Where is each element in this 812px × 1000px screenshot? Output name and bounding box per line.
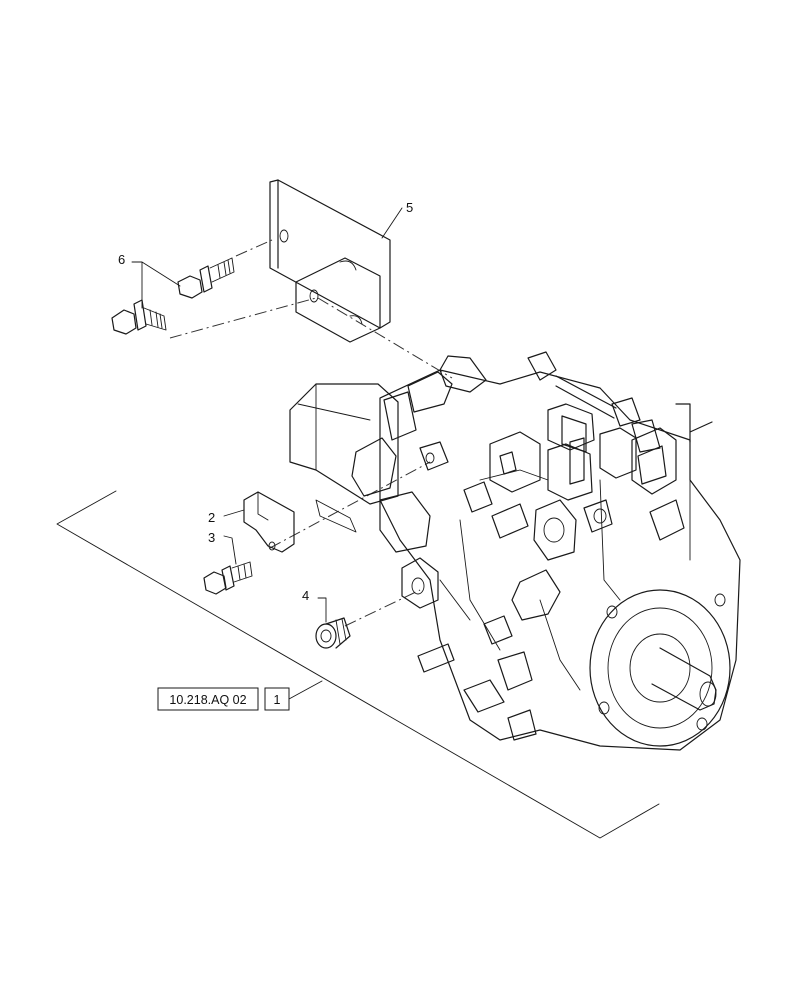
reference-code: 10.218.AQ 02 — [169, 693, 246, 707]
plug-part-4[interactable] — [315, 617, 351, 649]
callout-3: 3 — [208, 530, 215, 545]
bolt-part-6-upper[interactable] — [177, 257, 235, 299]
bracket-part-5[interactable] — [269, 179, 391, 343]
callout-5: 5 — [406, 200, 413, 215]
bolt-part-3[interactable] — [203, 561, 253, 595]
reference-sheet: 1 — [274, 693, 281, 707]
bolt-part-6-lower[interactable] — [111, 299, 167, 335]
callout-6: 6 — [118, 252, 125, 267]
reference-link[interactable]: 10.218.AQ 02 1 — [157, 680, 323, 711]
plate-part-2[interactable] — [243, 491, 295, 553]
callout-4: 4 — [302, 588, 309, 603]
assembly-frame — [56, 490, 660, 839]
injection-pump-assembly — [289, 351, 741, 751]
callout-leaders — [131, 207, 403, 623]
callout-2: 2 — [208, 510, 215, 525]
alignment-lines — [169, 239, 453, 627]
